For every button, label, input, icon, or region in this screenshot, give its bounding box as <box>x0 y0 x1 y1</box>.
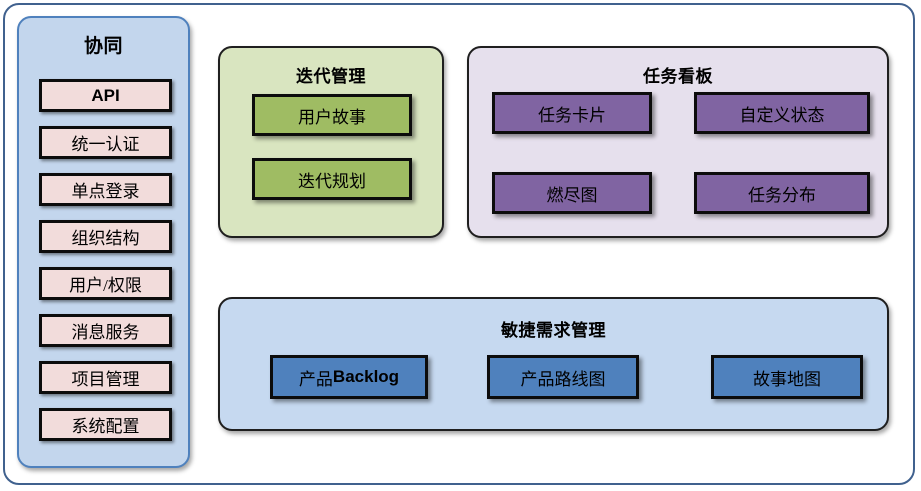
taskboard-item-burndown-chart[interactable]: 燃尽图 <box>492 172 652 214</box>
sidebar-item-user-permission[interactable]: 用户/权限 <box>39 267 172 300</box>
sidebar-item-sso[interactable]: 单点登录 <box>39 173 172 206</box>
panel-collaboration[interactable]: 协同 API 统一认证 单点登录 组织结构 用户/权限 消息服务 项目管理 系统… <box>17 16 190 468</box>
taskboard-item-custom-status[interactable]: 自定义状态 <box>694 92 870 134</box>
sidebar-item-project-mgmt[interactable]: 项目管理 <box>39 361 172 394</box>
panel-task-board[interactable]: 任务看板 任务卡片 自定义状态 燃尽图 任务分布 <box>467 46 889 238</box>
panel-iteration-title: 迭代管理 <box>296 67 366 86</box>
sidebar-item-message-service[interactable]: 消息服务 <box>39 314 172 347</box>
sidebar-item-org-structure[interactable]: 组织结构 <box>39 220 172 253</box>
iteration-item-user-story[interactable]: 用户故事 <box>252 94 412 136</box>
taskboard-item-task-distribution[interactable]: 任务分布 <box>694 172 870 214</box>
agile-item-product-backlog-suffix: Backlog <box>332 367 400 386</box>
agile-item-product-roadmap[interactable]: 产品路线图 <box>487 355 639 399</box>
sidebar-item-unified-auth[interactable]: 统一认证 <box>39 126 172 159</box>
panel-task-board-title: 任务看板 <box>643 67 713 86</box>
agile-item-product-backlog-prefix: 产品 <box>298 369 333 389</box>
panel-agile-title: 敏捷需求管理 <box>501 321 606 340</box>
agile-item-story-map[interactable]: 故事地图 <box>711 355 863 399</box>
taskboard-item-task-card[interactable]: 任务卡片 <box>492 92 652 134</box>
panel-collaboration-title: 协同 <box>83 36 123 57</box>
sidebar-item-system-config[interactable]: 系统配置 <box>39 408 172 441</box>
iteration-item-iteration-plan[interactable]: 迭代规划 <box>252 158 412 200</box>
panel-iteration-management[interactable]: 迭代管理 用户故事 迭代规划 <box>218 46 444 238</box>
sidebar-item-api[interactable]: API <box>39 79 172 112</box>
